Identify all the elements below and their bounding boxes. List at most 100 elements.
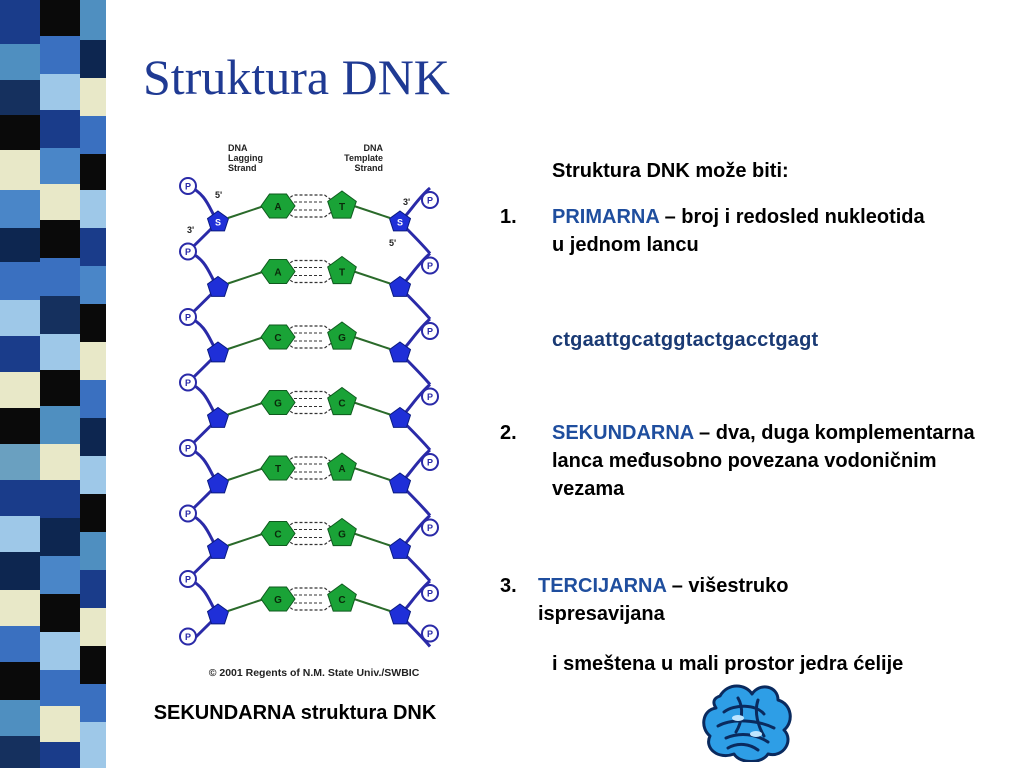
stripe-segment [0, 0, 40, 44]
base-right-label: T [339, 268, 345, 279]
stripe-segment [40, 406, 80, 444]
base-right [327, 517, 357, 547]
stripe-segment [40, 706, 80, 742]
phosphate-label: P [427, 392, 433, 402]
stripe-segment [80, 190, 106, 228]
item-secondary: 2. SEKUNDARNA – dva, duga komplementarna… [500, 419, 1000, 503]
stripe-segment [0, 480, 40, 516]
base-right-label: A [338, 464, 345, 475]
sugar-node [206, 341, 230, 363]
stripe-segment [80, 570, 106, 608]
stripe-segment [40, 594, 80, 632]
phosphate-label: P [427, 458, 433, 468]
label-lagging-2: Lagging [228, 153, 263, 163]
phosphate-label: P [427, 589, 433, 599]
base-link [353, 270, 391, 285]
stripe-segment [40, 74, 80, 110]
phosphate-node [421, 518, 439, 537]
stripe-segment [80, 116, 106, 154]
prime-left-top: 5' [215, 190, 222, 200]
base-left [260, 324, 296, 350]
stripe-segment [80, 304, 106, 342]
item-tertiary-number: 3. [500, 575, 517, 597]
sugar-node [388, 537, 412, 559]
base-link [227, 270, 265, 285]
phosphate-label: P [427, 196, 433, 206]
phosphate-label: P [427, 261, 433, 271]
base-link [353, 598, 391, 612]
base-link [227, 598, 265, 612]
phosphate-node [179, 570, 197, 588]
phosphate-node [421, 191, 439, 209]
phosphate-node [179, 308, 197, 326]
sugar-node [388, 603, 412, 625]
base-right [327, 321, 357, 350]
phosphate-node [421, 624, 439, 643]
item-primary-desc: – broj i redosled nukleotida u jednom la… [552, 206, 925, 256]
base-left-label: A [274, 202, 281, 213]
phosphate-label: P [185, 313, 191, 323]
phosphate-node [421, 256, 439, 275]
item-tertiary-text: TERCIJARNA – višestruko ispresavijana [538, 572, 900, 628]
stripe-segment [40, 518, 80, 556]
figure-caption: SEKUNDARNA struktura DNK [153, 702, 437, 724]
item-secondary-text: SEKUNDARNA – dva, duga komplementarna la… [552, 419, 1000, 503]
base-left [260, 521, 296, 546]
base-left-label: C [274, 530, 281, 541]
base-right-label: G [338, 333, 346, 344]
stripe-segment [80, 684, 106, 722]
stripe-segment [0, 262, 40, 300]
stripe-segment [0, 444, 40, 480]
stripe-segment [0, 736, 40, 768]
base-right-label: C [338, 399, 345, 410]
base-link [227, 532, 265, 547]
sugar-node [206, 472, 230, 494]
stripe-segment [0, 80, 40, 115]
phosphate-node [421, 584, 439, 602]
phosphate-node [179, 439, 197, 457]
stripe-segment [80, 78, 106, 116]
stripe-segment [40, 632, 80, 670]
stripe-segment [0, 516, 40, 552]
phosphate-node [179, 177, 197, 195]
base-link [227, 467, 265, 481]
tertiary-extra: i smeštena u mali prostor jedra ćelije [552, 653, 904, 675]
base-right [327, 255, 357, 285]
stripe-segment [80, 722, 106, 768]
stripe-segment [40, 184, 80, 220]
sugar-node [206, 537, 230, 559]
base-left [260, 586, 296, 612]
base-link [353, 467, 391, 481]
phosphate-label: P [185, 444, 191, 454]
stripe-segment [40, 670, 80, 706]
item-secondary-term: SEKUNDARNA [552, 422, 694, 444]
stripe-segment [40, 370, 80, 406]
prime-right-top: 3' [403, 197, 410, 207]
base-left-label: G [274, 399, 282, 410]
primary-sequence: ctgaattgcatggtactgacctgagt [552, 329, 819, 351]
stripe-segment [40, 258, 80, 296]
stripe-segment [0, 336, 40, 372]
decorative-stripes [0, 0, 120, 768]
base-right [327, 386, 357, 416]
sugar-node [388, 341, 412, 363]
label-template-1: DNA [364, 143, 384, 153]
stripe-segment [0, 372, 40, 408]
base-link [353, 205, 391, 219]
base-link [227, 336, 265, 350]
label-lagging-1: DNA [228, 143, 248, 153]
sugar-label: S [215, 218, 221, 228]
base-left [260, 390, 296, 415]
stripe-segment [40, 480, 80, 518]
sugar-label: S [397, 218, 403, 228]
stripe-segment [40, 0, 80, 36]
phosphate-node [179, 627, 197, 646]
stripe-segment [80, 456, 106, 494]
phosphate-label: P [185, 632, 191, 642]
item-tertiary-term: TERCIJARNA [538, 575, 667, 597]
sugar-node [206, 406, 230, 428]
phosphate-label: P [185, 247, 191, 257]
phosphate-node [421, 453, 439, 471]
base-left-label: C [274, 333, 281, 344]
stripe-segment [0, 408, 40, 444]
